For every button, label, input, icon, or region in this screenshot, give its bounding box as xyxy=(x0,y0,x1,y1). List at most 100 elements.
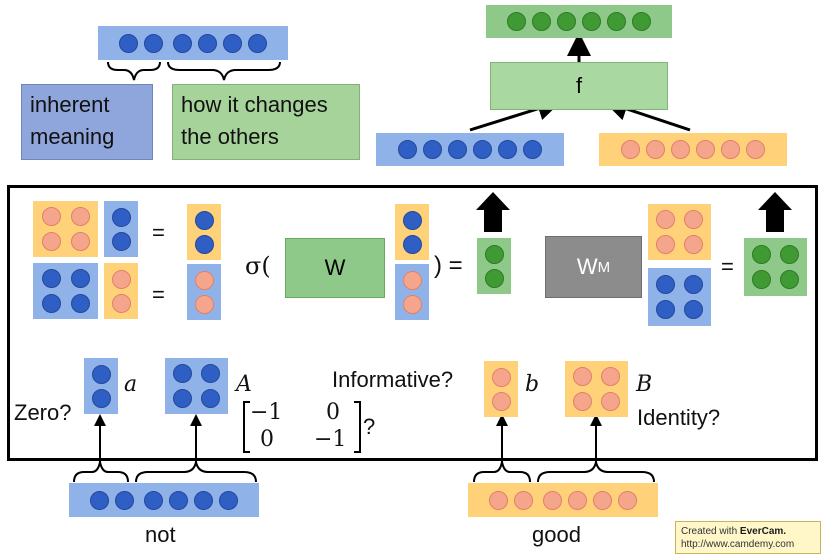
vector-dot xyxy=(91,388,111,408)
vector-b xyxy=(484,361,518,417)
equals-sign: = xyxy=(721,254,734,279)
changes-others-label: how it changes the others xyxy=(172,84,360,160)
brace-inherent xyxy=(107,61,161,81)
matrix-dot xyxy=(752,270,771,290)
matrix-entry-r2c2: −1 xyxy=(314,427,347,452)
vector-dot xyxy=(484,268,504,288)
vector-dot xyxy=(90,490,109,510)
vector-dot xyxy=(111,293,131,313)
matrix-dot xyxy=(573,367,592,387)
matrix-A xyxy=(165,358,228,414)
matrix-B xyxy=(565,361,628,417)
matrix-dot xyxy=(656,234,675,254)
output-vector-p xyxy=(477,238,511,294)
vector-dot xyxy=(194,210,214,230)
matrix-B-orange xyxy=(33,201,98,257)
word-not: not xyxy=(145,522,176,547)
vector-dot xyxy=(144,490,163,510)
matrix-dot xyxy=(173,388,192,408)
identity-question: Identity? xyxy=(637,405,721,430)
vector-a-blue xyxy=(104,201,138,257)
matrix-dot xyxy=(201,388,220,408)
vector-b-orange xyxy=(104,263,138,319)
vector-dot xyxy=(248,33,267,53)
zero-question: Zero? xyxy=(14,400,72,425)
vector-dot xyxy=(115,490,134,510)
matrix-dot xyxy=(70,207,90,227)
result-vector-row1 xyxy=(187,204,221,260)
vector-dot xyxy=(582,12,601,31)
equals-sign: = xyxy=(152,282,165,307)
weight-W-box: W xyxy=(285,238,385,298)
brace-changes xyxy=(167,61,281,81)
evercam-watermark: Created with EverCam. http://www.camdemy… xyxy=(675,521,821,554)
brace-not-right xyxy=(135,461,257,483)
result-vector-row2 xyxy=(187,264,221,320)
matrix-dot xyxy=(656,210,675,230)
word-vector-not xyxy=(69,483,259,517)
watermark-brand: EverCam. xyxy=(739,526,787,537)
matrix-dot xyxy=(684,274,703,294)
vector-dot xyxy=(194,234,214,254)
close-paren-equals: ) = xyxy=(434,252,463,279)
vector-dot xyxy=(119,33,138,53)
vector-dot xyxy=(484,244,504,264)
label-A: A xyxy=(236,372,252,397)
label-B: B xyxy=(636,372,653,397)
vector-dot xyxy=(696,140,715,159)
vector-dot xyxy=(721,140,740,159)
vector-dot xyxy=(532,12,551,31)
top-word-vector xyxy=(98,26,288,60)
matrix-dot xyxy=(41,269,61,289)
concat-vector-bottom xyxy=(395,264,429,320)
matrix-bracket-left xyxy=(243,401,250,453)
model-frame xyxy=(7,185,818,461)
vector-dot xyxy=(607,12,626,31)
vector-dot xyxy=(144,33,163,53)
stacked-matrix-top xyxy=(648,204,711,260)
vector-dot xyxy=(219,490,238,510)
matrix-dot xyxy=(684,210,703,230)
function-f-label: f xyxy=(575,73,583,98)
matrix-dot xyxy=(656,274,675,294)
vector-dot xyxy=(489,490,508,510)
matrix-A-blue xyxy=(33,263,98,319)
vector-dot xyxy=(618,490,637,510)
label-b: b xyxy=(525,372,540,397)
watermark-line1: Created with xyxy=(681,526,740,537)
vector-dot xyxy=(448,140,467,159)
matrix-dot xyxy=(70,231,90,251)
vector-dot xyxy=(398,140,417,159)
matrix-dot xyxy=(41,231,61,251)
vector-dot xyxy=(111,269,131,289)
vector-dot xyxy=(646,140,665,159)
matrix-dot xyxy=(601,367,620,387)
input-vector-orange xyxy=(599,133,787,166)
label-a: a xyxy=(124,372,138,397)
vector-dot xyxy=(198,33,217,53)
thick-arrow-2 xyxy=(758,192,792,232)
brace-not-left xyxy=(73,461,129,483)
vector-dot xyxy=(402,270,422,290)
matrix-dot xyxy=(41,207,61,227)
vector-dot xyxy=(557,12,576,31)
vector-dot xyxy=(491,367,511,387)
concat-vector-top xyxy=(395,204,429,260)
sigma-open: σ( xyxy=(245,252,271,280)
vector-dot xyxy=(194,490,213,510)
vector-dot xyxy=(498,140,517,159)
matrix-dot xyxy=(752,244,771,264)
vector-dot xyxy=(169,490,188,510)
equals-sign: = xyxy=(152,220,165,245)
matrix-dot xyxy=(41,293,61,313)
vector-dot xyxy=(173,33,192,53)
brace-good-right xyxy=(537,461,655,483)
vector-dot xyxy=(473,140,492,159)
output-matrix-P xyxy=(744,238,807,296)
vector-dot xyxy=(514,490,533,510)
matrix-entry-r2c1: 0 xyxy=(260,427,274,452)
vector-dot xyxy=(402,234,422,254)
vector-dot xyxy=(194,294,214,314)
thick-arrow-1 xyxy=(476,192,510,232)
matrix-dot xyxy=(573,391,592,411)
